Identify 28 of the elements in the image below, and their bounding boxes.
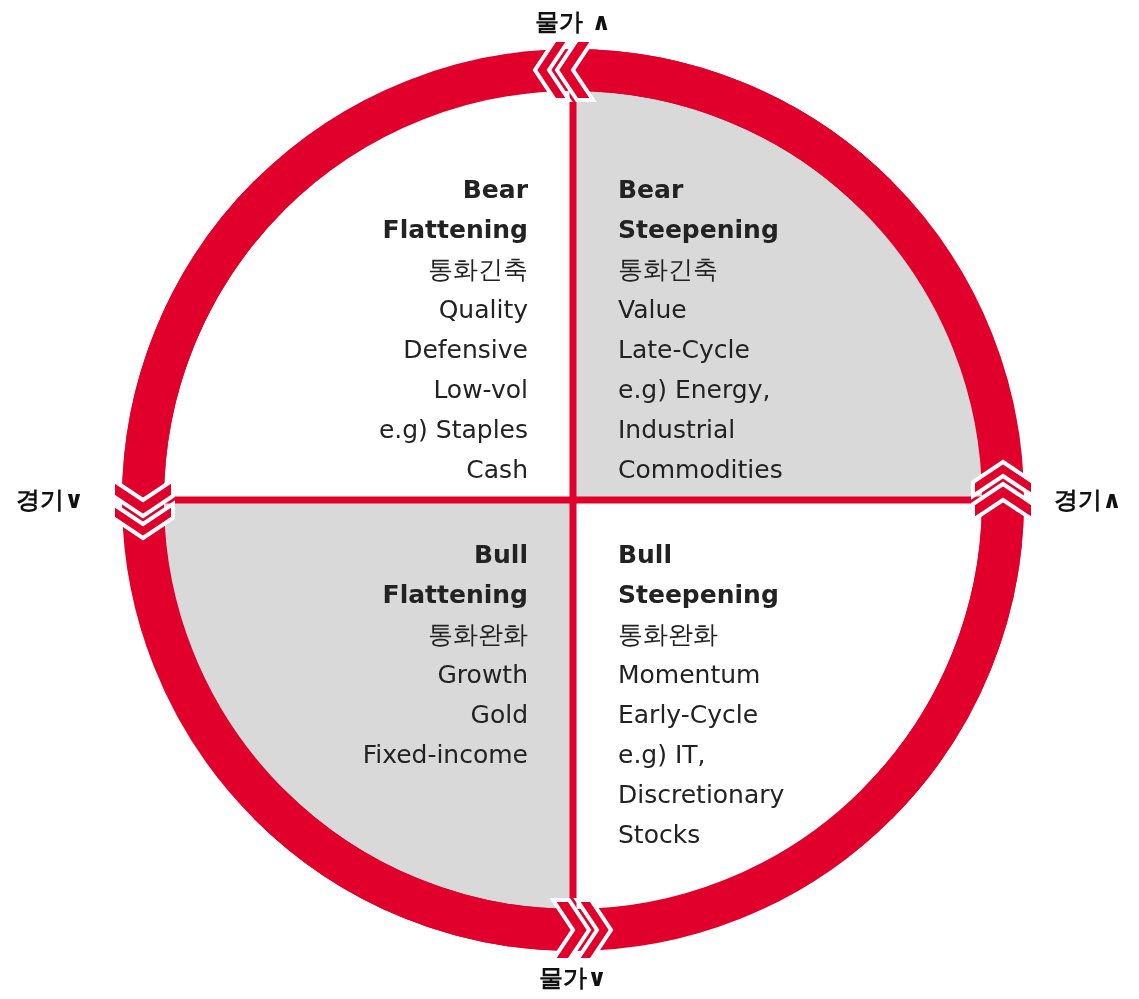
quadrant-item: Defensive [403, 334, 528, 366]
quadrant-item: e.g) IT, Discretionary [618, 739, 786, 811]
quadrant-item: 통화긴축 [618, 254, 718, 286]
quadrant-item: Growth [437, 659, 528, 691]
axis-label: 경기∨ [16, 485, 84, 516]
quadrant-heading: Bull Flattening [381, 539, 528, 611]
quadrant-item: Fixed-income [362, 739, 528, 771]
quadrant-item: e.g) Staples [378, 414, 528, 446]
quadrant-item: Early-Cycle [618, 699, 759, 731]
quadrant-item: Late-Cycle [618, 334, 750, 366]
axis-label: 물가∨ [539, 963, 607, 994]
quadrant-item: 통화완화 [618, 619, 718, 651]
quadrant-heading: Bear Flattening [381, 174, 528, 246]
quadrant-item: Gold [470, 699, 528, 731]
quadrant-item: 통화긴축 [428, 254, 528, 286]
quadrant-item: Value [618, 294, 687, 326]
quadrant-item: e.g) Energy, Industrial [618, 374, 772, 446]
quadrant-item: Cash [466, 454, 528, 486]
axis-label: 물가 ∧ [535, 7, 611, 38]
quadrant-item: Momentum [618, 659, 761, 691]
quadrant-item: 통화완화 [428, 619, 528, 651]
quadrant-item: Quality [438, 294, 528, 326]
quadrant-item: Stocks [618, 819, 701, 851]
quadrant-heading: Bull Steepening [618, 539, 780, 611]
axis-label: 경기∧ [1054, 485, 1122, 516]
quadrant-item: Low-vol [433, 374, 528, 406]
quadrant-heading: Bear Steepening [618, 174, 780, 246]
quadrant-item: Commodities [618, 454, 783, 486]
